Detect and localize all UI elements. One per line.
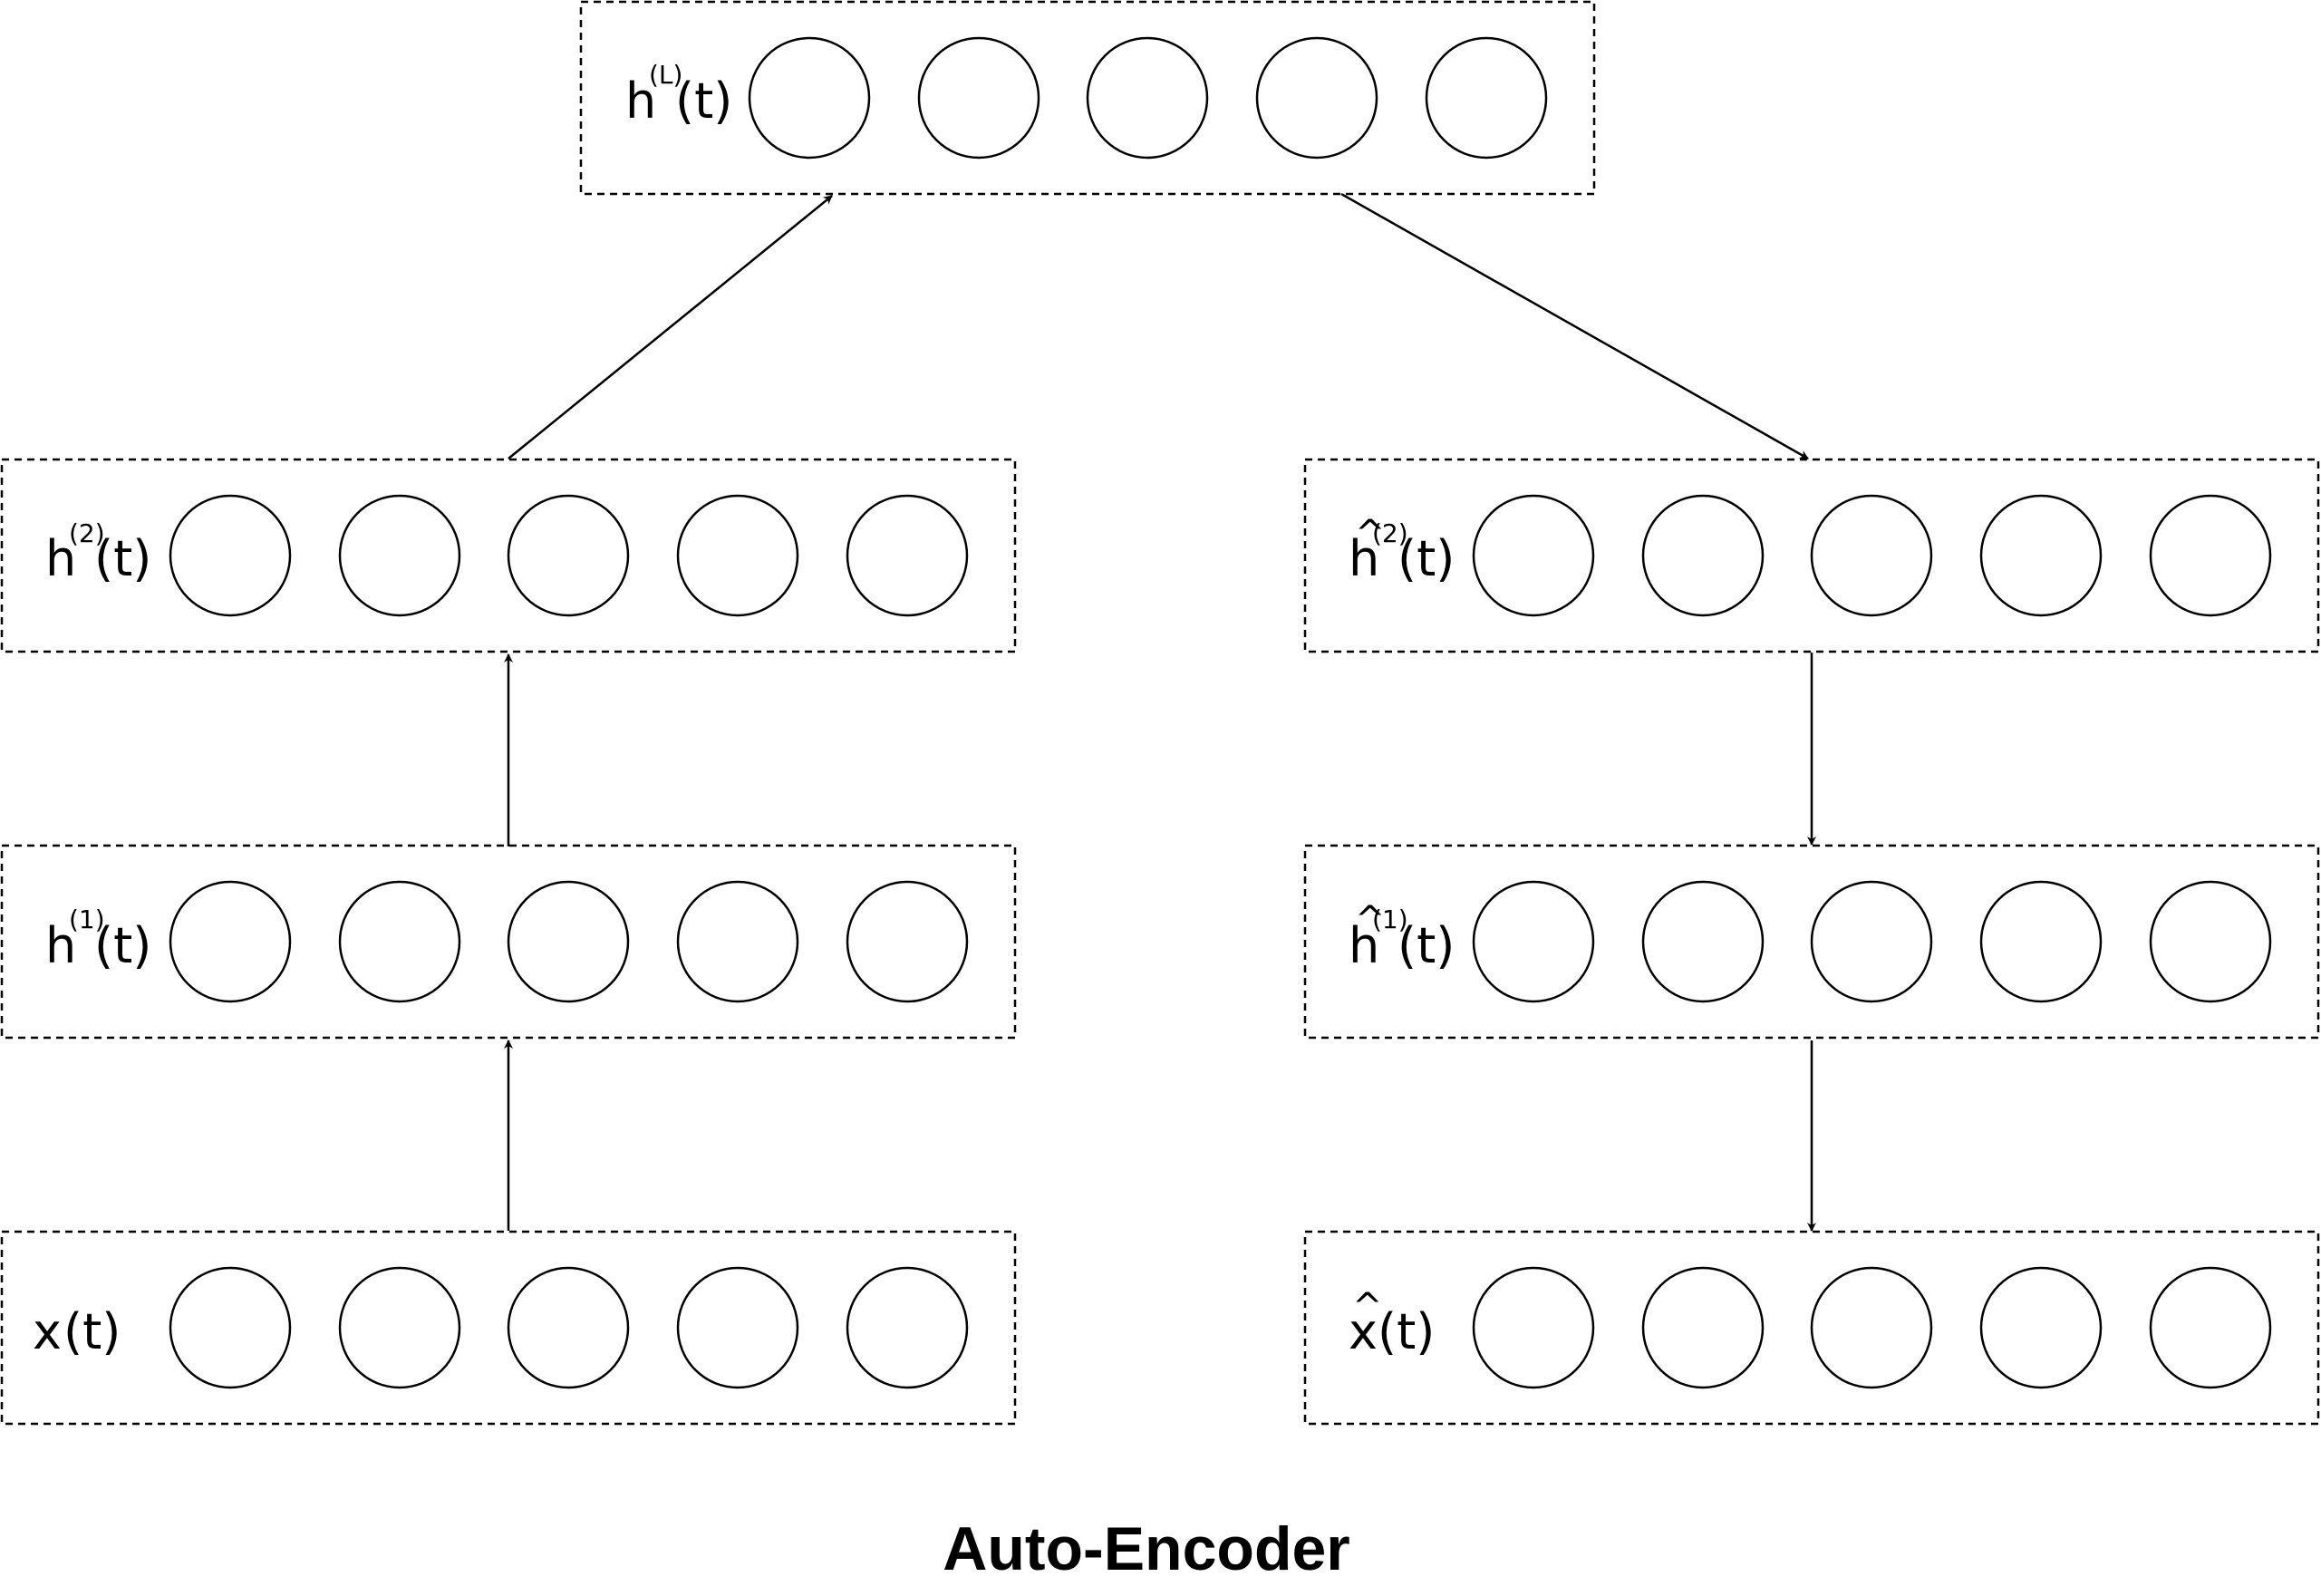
- layer-label-argument: (t): [675, 73, 732, 130]
- neuron: [748, 36, 871, 160]
- layer-label-superscript: (2): [1372, 518, 1408, 548]
- layer-label-base: h: [45, 917, 76, 974]
- layer-h1: h (1) (t): [0, 844, 1017, 1040]
- neuron: [1641, 494, 1765, 617]
- neuron: [1979, 1266, 2103, 1389]
- layer-label-hat: ^: [1355, 899, 1386, 941]
- neuron: [169, 880, 292, 1003]
- layer-box: [1303, 844, 2320, 1040]
- layer-box: [1303, 1230, 2320, 1426]
- neuron: [1086, 36, 1209, 160]
- neuron: [1810, 880, 1933, 1003]
- layer-box: [0, 844, 1017, 1040]
- layer-label-base: h: [1349, 917, 1379, 974]
- layer-label-base: h: [625, 73, 656, 130]
- neuron: [507, 880, 630, 1003]
- layer-label-argument: (t): [94, 530, 151, 587]
- layer-hhat2: ^ h (2) (t): [1303, 458, 2320, 653]
- layer-label-base: x: [33, 1303, 62, 1360]
- layer-label-superscript: (1): [1372, 904, 1408, 934]
- neuron: [1472, 1266, 1595, 1389]
- neuron: [1641, 880, 1765, 1003]
- neuron: [2149, 1266, 2272, 1389]
- layer-label-hat: ^: [1352, 1286, 1383, 1328]
- neuron: [676, 1266, 799, 1389]
- neuron: [1979, 880, 2103, 1003]
- layer-hL: h (L) (t): [579, 0, 1596, 196]
- connections: [504, 192, 1816, 1232]
- arrow-h2-to-hL: [508, 195, 833, 459]
- layer-box: [1303, 458, 2320, 653]
- layer-label-base: h: [45, 530, 76, 587]
- neuron: [1810, 1266, 1933, 1389]
- layer-box: [579, 0, 1596, 196]
- neuron: [507, 1266, 630, 1389]
- neuron: [338, 880, 461, 1003]
- layer-x: x (t): [0, 1230, 1017, 1426]
- layer-label-superscript: (2): [69, 518, 105, 548]
- neuron: [507, 494, 630, 617]
- layer-label-superscript: (L): [649, 60, 682, 90]
- neuron: [917, 36, 1040, 160]
- diagram-title: Auto-Encoder: [943, 1514, 1350, 1583]
- arrow-hL-to-hh2: [1340, 192, 1809, 460]
- layer-label-argument: (t): [1378, 1303, 1435, 1360]
- neuron: [2149, 880, 2272, 1003]
- layer-h2: h (2) (t): [0, 458, 1017, 653]
- layer-hhat1: ^ h (1) (t): [1303, 844, 2320, 1040]
- neuron: [1425, 36, 1548, 160]
- neuron: [338, 494, 461, 617]
- neuron: [1641, 1266, 1765, 1389]
- neuron: [169, 494, 292, 617]
- neuron: [846, 494, 969, 617]
- layer-xhat: ^ x (t): [1303, 1230, 2320, 1426]
- neuron: [1810, 494, 1933, 617]
- neuron: [169, 1266, 292, 1389]
- neuron: [1472, 880, 1595, 1003]
- layer-label-hat: ^: [1355, 513, 1386, 555]
- layer-label-base: x: [1349, 1303, 1378, 1360]
- layer-label-argument: (t): [63, 1303, 121, 1360]
- neuron: [2149, 494, 2272, 617]
- layer-label-argument: (t): [94, 917, 151, 974]
- layer-label-argument: (t): [1397, 530, 1455, 587]
- neuron: [676, 880, 799, 1003]
- neuron: [1255, 36, 1378, 160]
- neuron: [338, 1266, 461, 1389]
- neuron: [676, 494, 799, 617]
- layer-box: [0, 1230, 1017, 1426]
- layer-label-argument: (t): [1397, 917, 1455, 974]
- layer-label-base: h: [1349, 530, 1379, 587]
- neuron: [846, 880, 969, 1003]
- neuron: [1472, 494, 1595, 617]
- neuron: [1979, 494, 2103, 617]
- layer-box: [0, 458, 1017, 653]
- layer-label-superscript: (1): [69, 904, 105, 934]
- neuron: [846, 1266, 969, 1389]
